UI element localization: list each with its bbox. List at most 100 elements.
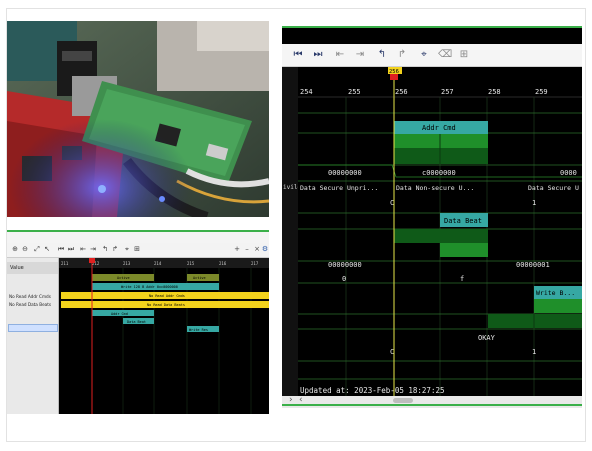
marker-icon[interactable]: ⌖ xyxy=(125,245,129,253)
small-wave-label: Write 128 B Addr 0xc0000000 xyxy=(121,285,178,289)
wave-value-f: f xyxy=(460,275,464,283)
snap-icon[interactable]: ⊞ xyxy=(459,49,469,60)
small-wave-write-res xyxy=(187,326,219,332)
wave-value-addr-zero: 00000000 xyxy=(328,169,362,177)
signal-label[interactable]: No Read Data Beats xyxy=(9,302,52,307)
wave-label-secure-unpriv: Data Secure Unpri... xyxy=(300,184,378,192)
small-tick-label: 212 xyxy=(92,261,100,266)
chevron-right-icon[interactable]: › xyxy=(289,395,293,405)
prev-edge-icon[interactable]: ⇤ xyxy=(335,49,345,60)
timeline-tick-label: 255 xyxy=(348,88,361,96)
next-edge-icon[interactable]: ⇥ xyxy=(355,49,365,60)
big-bottom-bar xyxy=(282,396,582,408)
wave-value-one: 1 xyxy=(532,199,536,207)
cursor-marker-red xyxy=(390,74,398,80)
big-toolbar: ⏮ ⏭ ⇤ ⇥ ↰ ↱ ⌖ ⌫ ⊞ xyxy=(282,44,582,67)
go-last-icon[interactable]: ⏭ xyxy=(313,49,323,60)
snap-icon[interactable]: ⊞ xyxy=(134,245,140,253)
prev-edge-icon[interactable]: ⇤ xyxy=(80,245,86,253)
small-timeline-bar xyxy=(59,258,269,268)
small-wave-no-read-addr xyxy=(61,292,269,299)
add-marker-icon[interactable]: ⌖ xyxy=(421,49,427,60)
small-wave-active-1 xyxy=(92,274,154,281)
first-icon[interactable]: ⏮ xyxy=(57,245,65,253)
wave-valid-high xyxy=(394,134,488,148)
settings-icon[interactable]: ⚙ xyxy=(261,245,269,253)
delete-marker-icon[interactable]: ⌫ xyxy=(438,49,453,60)
wave-value-addr-right: 0000 xyxy=(560,169,577,177)
value-column-header: Value xyxy=(7,262,58,274)
zoom-out-icon[interactable]: ⊖ xyxy=(22,245,28,253)
small-wave-write xyxy=(92,283,219,290)
timeline-tick-label: 259 xyxy=(535,88,548,96)
timeline-tick-label: 257 xyxy=(441,88,454,96)
small-marker-flag xyxy=(89,258,95,263)
wave-value-zero: 0 xyxy=(342,275,346,283)
big-signal-name-column xyxy=(282,67,298,398)
close-icon[interactable]: × xyxy=(254,245,260,253)
small-wave-label: No Read Data Beats xyxy=(147,303,185,307)
prev-transition-icon[interactable]: ↰ xyxy=(102,245,108,253)
minimize-icon[interactable]: – xyxy=(245,245,249,253)
small-tick-label: 216 xyxy=(219,261,227,266)
timeline-tick-label: 258 xyxy=(488,88,501,96)
wave-wready-high xyxy=(440,243,488,257)
small-toolbar: ⊕ ⊖ ⤢ ↖ ⏮ ⏭ ⇤ ⇥ ↰ ↱ ⌖ ⊞ + – × ⚙ xyxy=(7,243,269,258)
next-transition-icon[interactable]: ↱ xyxy=(397,49,407,60)
wave-wvalid-high xyxy=(394,229,488,243)
next-transition-icon[interactable]: ↱ xyxy=(112,245,118,253)
small-tick-label: 215 xyxy=(187,261,195,266)
updated-timestamp: Updated at: 2023-Feb-05 18:27:25 xyxy=(300,386,445,395)
wave-value-one-2: 1 xyxy=(532,348,536,356)
small-wave-label: Write Res xyxy=(189,328,208,332)
small-waveform-panel: ⊕ ⊖ ⤢ ↖ ⏮ ⏭ ⇤ ⇥ ↰ ↱ ⌖ ⊞ + – × ⚙ Value No… xyxy=(7,230,269,414)
chevron-left-icon[interactable]: ‹ xyxy=(299,395,303,405)
horizontal-scroll-thumb[interactable] xyxy=(393,398,413,403)
big-waveform-view[interactable]: 254 255 256 257 258 259 xyxy=(298,67,582,398)
select-icon[interactable]: ↖ xyxy=(44,245,50,253)
wave-value-addr-c0: c0000000 xyxy=(422,169,456,177)
small-signal-list: Value No Read Addr Cmds No Read Data Bea… xyxy=(7,258,59,414)
prev-transition-icon[interactable]: ↰ xyxy=(377,49,387,60)
hardware-photo-image xyxy=(7,21,269,217)
next-edge-icon[interactable]: ⇥ xyxy=(90,245,96,253)
small-wave-label: Data Beat xyxy=(127,320,146,324)
wave-label-write-b: Write B... xyxy=(536,289,575,297)
small-tick-label: 211 xyxy=(61,261,69,266)
go-first-icon[interactable]: ⏮ xyxy=(293,49,303,60)
wave-write-b xyxy=(534,286,582,299)
time-cursor-label: 256 xyxy=(389,69,399,75)
wave-value-okay: OKAY xyxy=(478,334,496,342)
wave-value-c-2: C xyxy=(390,348,394,356)
small-wave-label: Active xyxy=(117,276,130,280)
wave-value-data-one: 00000001 xyxy=(516,261,550,269)
selected-row-highlight[interactable] xyxy=(8,324,58,332)
wave-bvalid-high xyxy=(534,299,582,313)
zoom-in-icon[interactable]: ⊕ xyxy=(12,245,18,253)
small-tick-label: 214 xyxy=(154,261,162,266)
small-wave-label: Active xyxy=(193,276,206,280)
timeline-tick-label: 256 xyxy=(395,88,408,96)
add-icon[interactable]: + xyxy=(234,245,240,253)
wave-label-secure-right: Data Secure U xyxy=(528,184,579,192)
small-wave-label: No Read Addr Cmds xyxy=(149,294,185,298)
small-wave-no-read-data xyxy=(61,301,269,308)
big-waveform-svg: 254 255 256 257 258 259 xyxy=(298,67,582,398)
small-waveform-view[interactable]: 211 212 213 214 215 216 217 Active Activ… xyxy=(59,258,269,414)
signal-label[interactable]: No Read Addr Cmds xyxy=(9,294,51,299)
last-icon[interactable]: ⏭ xyxy=(67,245,75,253)
wave-bready-high xyxy=(488,314,582,328)
fit-icon[interactable]: ⤢ xyxy=(34,245,40,253)
signal-name-fragment: ivile xyxy=(283,184,302,191)
small-wave-active-2 xyxy=(187,274,219,281)
wave-data-beat xyxy=(440,213,488,227)
wave-ready-high xyxy=(394,148,488,164)
small-tick-label: 217 xyxy=(251,261,259,266)
small-waveform-svg: 211 212 213 214 215 216 217 Active Activ… xyxy=(59,258,269,414)
wave-label-data-beat: Data Beat xyxy=(444,217,482,225)
wave-label-addr-cmd: Addr Cmd xyxy=(422,124,456,132)
big-bottom-border xyxy=(282,404,582,406)
wave-value-data-zero: 00000000 xyxy=(328,261,362,269)
time-cursor-flag xyxy=(388,67,402,74)
small-wave-addr-cmd xyxy=(92,310,154,316)
